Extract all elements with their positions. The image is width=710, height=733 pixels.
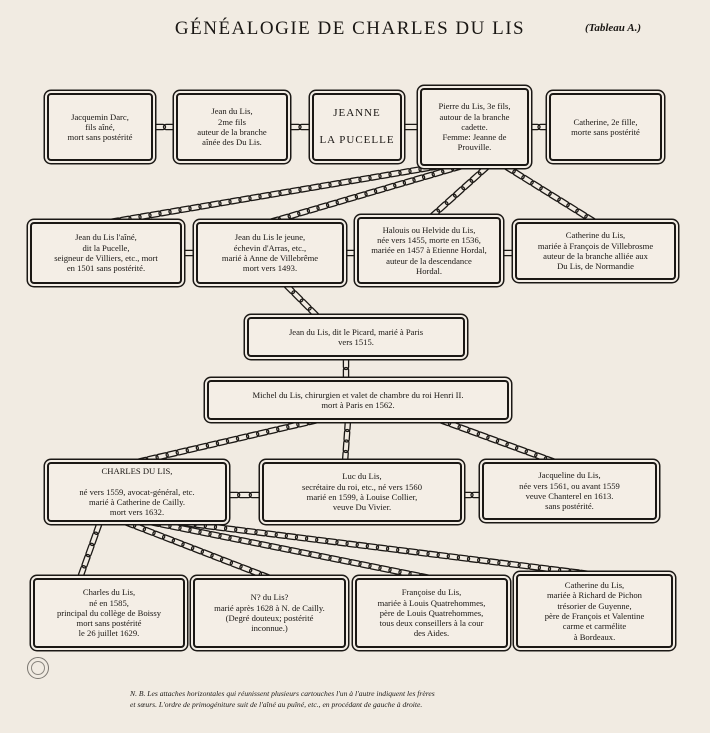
chain-link-16: [225, 491, 264, 499]
box-charles-du-lis: CHARLES DU LIS, né vers 1559, avocat-gén…: [47, 462, 227, 522]
chain-link-20: [148, 519, 432, 581]
chain-link-6: [427, 163, 491, 221]
box-jacqueline-du-lis: Jacqueline du Lis, née vers 1561, ou ava…: [482, 462, 657, 520]
chain-link-15: [438, 417, 557, 465]
page-title: GÉNÉALOGIE DE CHARLES DU LIS: [174, 18, 526, 39]
box-halouis-du-lis: Halouis ou Helvide du Lis, née vers 1455…: [357, 217, 501, 284]
chain-link-17: [460, 491, 484, 499]
box-pierre-du-lis: Pierre du Lis, 3e fils, autour de la bra…: [420, 88, 529, 166]
chain-link-9: [342, 249, 359, 257]
chain-link-4: [108, 163, 442, 225]
chain-link-1: [286, 123, 314, 131]
box-n-du-lis: N? du Lis? marié après 1628 à N. de Cail…: [193, 578, 346, 648]
box-jean-du-lis-le-picard: Jean du Lis, dit le Picard, marié à Pari…: [247, 317, 465, 357]
footnote-line-2: et sœurs. L'ordre de primogéniture suit …: [130, 700, 423, 709]
chain-link-10: [499, 249, 517, 257]
box-catherine-du-lis-villebrosme: Catherine du Lis, mariée à François de V…: [515, 222, 676, 280]
chain-link-14: [341, 418, 352, 464]
library-stamp-icon: [27, 657, 49, 679]
chain-link-5: [268, 163, 464, 225]
box-luc-du-lis: Luc du Lis, secrétaire du roi, etc., né …: [262, 462, 462, 522]
box-michel-du-lis: Michel du Lis, chirurgien et valet de ch…: [207, 380, 509, 420]
tableau-label: (Tableau A.): [585, 22, 642, 34]
box-jean-du-lis-branche-ainee: Jean du Lis, 2me fils auteur de la branc…: [176, 93, 288, 161]
chain-link-11: [282, 281, 321, 320]
chain-link-13: [135, 417, 320, 465]
box-jean-du-lis-le-jeune: Jean du Lis le jeune, échevin d'Arras, e…: [196, 222, 344, 284]
box-catherine-morte: Catherine, 2e fille, morte sans postérit…: [549, 93, 662, 161]
footnote: N. B. Les attaches horizontales qui réun…: [130, 688, 600, 710]
chain-link-12: [342, 355, 350, 382]
chain-link-0: [151, 123, 178, 131]
box-catherine-du-lis-pichon: Catherine du Lis, mariée à Richard de Pi…: [516, 574, 673, 648]
box-jean-du-lis-laine: Jean du Lis l'aîné, dit la Pucelle, seig…: [30, 222, 182, 284]
box-francoise-du-lis: Françoise du Lis, mariée à Louis Quatreh…: [355, 578, 508, 648]
chain-link-3: [527, 123, 551, 131]
box-jacquemin-darc: Jacquemin Darc, fils aîné, mort sans pos…: [47, 93, 153, 161]
chain-link-2: [400, 123, 422, 131]
chain-link-8: [180, 249, 198, 257]
chain-link-18: [77, 520, 103, 580]
chain-link-7: [503, 163, 597, 225]
box-jeanne-la-pucelle: JEANNE LA PUCELLE: [312, 93, 402, 161]
box-charles-du-lis-ne-1585: Charles du Lis, né en 1585, principal du…: [33, 578, 185, 648]
chain-link-21: [173, 518, 592, 578]
footnote-line-1: N. B. Les attaches horizontales qui réun…: [130, 689, 435, 698]
